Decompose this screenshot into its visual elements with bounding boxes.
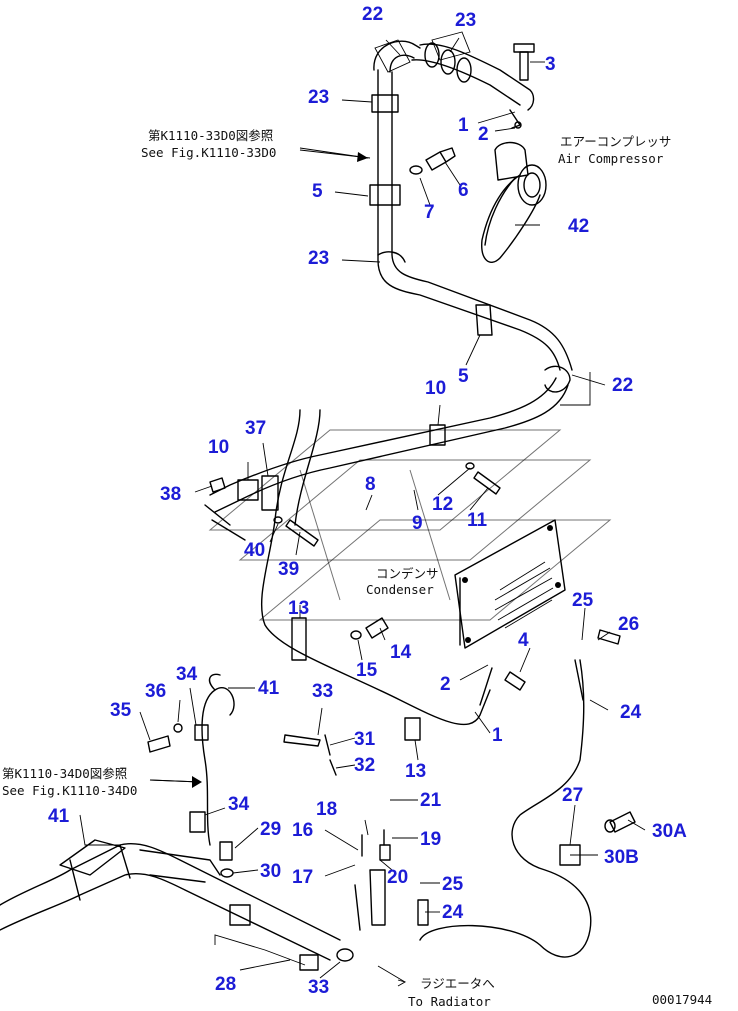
upper-fasteners bbox=[409, 43, 535, 175]
callout-25a: 25 bbox=[572, 590, 594, 611]
callout-35: 35 bbox=[110, 700, 132, 721]
leader-lines bbox=[79, 31, 646, 987]
callout-22a: 22 bbox=[362, 4, 383, 25]
callout-1a: 1 bbox=[458, 115, 469, 136]
callout-13b: 13 bbox=[405, 761, 426, 782]
misc-fasteners bbox=[147, 462, 636, 931]
radiator-label-jp: ラジエータへ bbox=[420, 976, 495, 991]
compressor-fitting bbox=[411, 42, 535, 129]
callout-41b: 41 bbox=[48, 806, 70, 827]
callout-33b: 33 bbox=[308, 977, 329, 998]
fig-ref-mid-jp: 第K1110-34D0図参照 bbox=[2, 766, 127, 781]
callout-13a: 13 bbox=[288, 598, 309, 619]
condenser-label-en: Condenser bbox=[366, 582, 434, 597]
watermark-logo bbox=[208, 429, 612, 621]
fig-ref-mid-en: See Fig.K1110-34D0 bbox=[2, 783, 137, 798]
callout-2a: 2 bbox=[478, 124, 489, 145]
callout-36: 36 bbox=[145, 681, 166, 702]
compressor-label-jp: エアーコンプレッサ bbox=[560, 134, 671, 149]
hose-clamps bbox=[369, 94, 571, 446]
callout-23a: 23 bbox=[455, 10, 476, 31]
reference-arrows bbox=[149, 147, 369, 788]
liquid-hoses bbox=[260, 409, 592, 958]
callout-19: 19 bbox=[420, 829, 441, 850]
compressor-label-en: Air Compressor bbox=[558, 151, 664, 166]
callout-32: 32 bbox=[354, 755, 375, 776]
callout-42: 42 bbox=[568, 216, 589, 237]
callout-34b: 34 bbox=[228, 794, 250, 815]
drawing-number: 00017944 bbox=[652, 992, 712, 1007]
callout-labels: 22 23 3 23 1 2 5 6 7 42 23 5 22 10 37 10… bbox=[48, 4, 687, 998]
callout-25b: 25 bbox=[442, 874, 464, 895]
callout-31: 31 bbox=[354, 729, 376, 750]
condenser bbox=[454, 519, 566, 649]
callout-26: 26 bbox=[618, 614, 639, 635]
callout-37: 37 bbox=[245, 418, 266, 439]
air-compressor bbox=[481, 141, 547, 263]
callout-8: 8 bbox=[365, 474, 376, 495]
callout-24a: 24 bbox=[620, 702, 642, 723]
callout-30: 30 bbox=[260, 861, 281, 882]
callout-14: 14 bbox=[390, 642, 412, 663]
callout-39: 39 bbox=[278, 559, 299, 580]
callout-40: 40 bbox=[244, 540, 265, 561]
callout-11: 11 bbox=[467, 510, 488, 531]
callout-12: 12 bbox=[432, 494, 453, 515]
callout-15: 15 bbox=[356, 660, 378, 681]
callout-33a: 33 bbox=[312, 681, 333, 702]
callout-41a: 41 bbox=[258, 678, 280, 699]
callout-24b: 24 bbox=[442, 902, 464, 923]
callout-10b: 10 bbox=[208, 437, 229, 458]
callout-27: 27 bbox=[562, 785, 583, 806]
callout-38: 38 bbox=[160, 484, 181, 505]
callout-17: 17 bbox=[292, 867, 313, 888]
callout-5a: 5 bbox=[312, 181, 323, 202]
discharge-hose bbox=[204, 40, 573, 541]
radiator-label-en: To Radiator bbox=[408, 994, 491, 1009]
callout-6: 6 bbox=[458, 180, 469, 201]
fig-ref-top-en: See Fig.K1110-33D0 bbox=[141, 145, 276, 160]
callout-30A: 30A bbox=[652, 821, 687, 842]
callout-21: 21 bbox=[420, 790, 442, 811]
callout-23c: 23 bbox=[308, 248, 329, 269]
callout-34a: 34 bbox=[176, 664, 198, 685]
callout-4: 4 bbox=[518, 630, 529, 651]
callout-30B: 30B bbox=[604, 847, 639, 868]
callout-22b: 22 bbox=[612, 375, 633, 396]
callout-18: 18 bbox=[316, 799, 337, 820]
callout-2b: 2 bbox=[440, 674, 451, 695]
callout-29: 29 bbox=[260, 819, 281, 840]
callout-20: 20 bbox=[387, 867, 408, 888]
condenser-label-jp: コンデンサ bbox=[376, 566, 439, 581]
mid-clamps bbox=[189, 475, 581, 971]
fig-ref-top-jp: 第K1110-33D0図参照 bbox=[148, 128, 273, 143]
callout-23b: 23 bbox=[308, 87, 329, 108]
callout-7: 7 bbox=[424, 202, 435, 223]
callout-16: 16 bbox=[292, 820, 313, 841]
callout-5b: 5 bbox=[458, 366, 469, 387]
callout-28: 28 bbox=[215, 974, 236, 995]
annotation-notes: 第K1110-33D0図参照 See Fig.K1110-33D0 エアーコンプ… bbox=[2, 128, 712, 1009]
callout-3: 3 bbox=[545, 54, 556, 75]
callout-1b: 1 bbox=[492, 725, 503, 746]
callout-10a: 10 bbox=[425, 378, 446, 399]
callout-9: 9 bbox=[412, 513, 423, 534]
